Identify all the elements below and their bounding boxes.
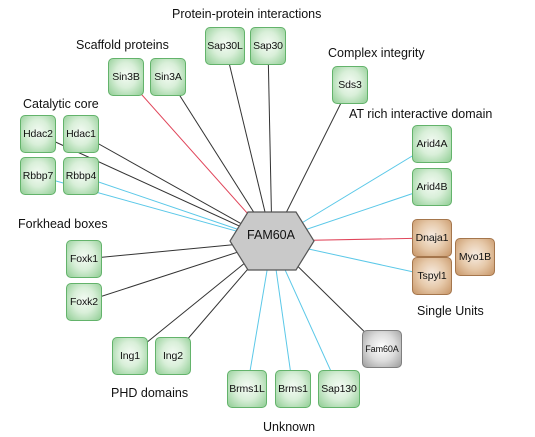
node-brms1[interactable]: Brms1 xyxy=(275,370,311,408)
node-dnaja1[interactable]: Dnaja1 xyxy=(412,219,452,257)
node-sin3a[interactable]: Sin3A xyxy=(150,58,186,96)
node-myo1b[interactable]: Myo1B xyxy=(455,238,495,276)
node-ing2[interactable]: Ing2 xyxy=(155,337,191,375)
node-rbbp7[interactable]: Rbbp7 xyxy=(20,157,56,195)
label-single-units: Single Units xyxy=(417,304,484,318)
node-sds3[interactable]: Sds3 xyxy=(332,66,368,104)
node-brms1l[interactable]: Brms1L xyxy=(227,370,267,408)
node-arid4a[interactable]: Arid4A xyxy=(412,125,452,163)
node-foxk1[interactable]: Foxk1 xyxy=(66,240,102,278)
node-hdac2[interactable]: Hdac2 xyxy=(20,115,56,153)
label-at-rich: AT rich interactive domain xyxy=(349,107,493,121)
node-sin3b[interactable]: Sin3B xyxy=(108,58,144,96)
node-sap30l[interactable]: Sap30L xyxy=(205,27,245,65)
node-tspyl1[interactable]: Tspyl1 xyxy=(412,257,452,295)
node-hdac1[interactable]: Hdac1 xyxy=(63,115,99,153)
node-sap30[interactable]: Sap30 xyxy=(250,27,286,65)
hub-hexagon xyxy=(229,211,315,271)
node-ing1[interactable]: Ing1 xyxy=(112,337,148,375)
label-phd: PHD domains xyxy=(111,386,189,400)
node-sap130[interactable]: Sap130 xyxy=(318,370,360,408)
label-unknown: Unknown xyxy=(263,420,316,434)
node-rbbp4[interactable]: Rbbp4 xyxy=(63,157,99,195)
node-fam60a-small[interactable]: Fam60A xyxy=(362,330,402,368)
edge-sap30 xyxy=(267,45,273,242)
label-complex-integrity: Complex integrity xyxy=(328,46,425,60)
hub-label: FAM60A xyxy=(247,228,295,242)
label-forkhead: Forkhead boxes xyxy=(18,217,108,231)
label-protein-protein: Protein-protein interactions xyxy=(172,7,322,21)
label-catalytic-core: Catalytic core xyxy=(23,97,99,111)
edge-sap30l xyxy=(224,45,273,242)
label-scaffold: Scaffold proteins xyxy=(76,38,169,52)
node-arid4b[interactable]: Arid4B xyxy=(412,168,452,206)
node-foxk2[interactable]: Foxk2 xyxy=(66,283,102,321)
edge-hdac1 xyxy=(80,133,273,242)
